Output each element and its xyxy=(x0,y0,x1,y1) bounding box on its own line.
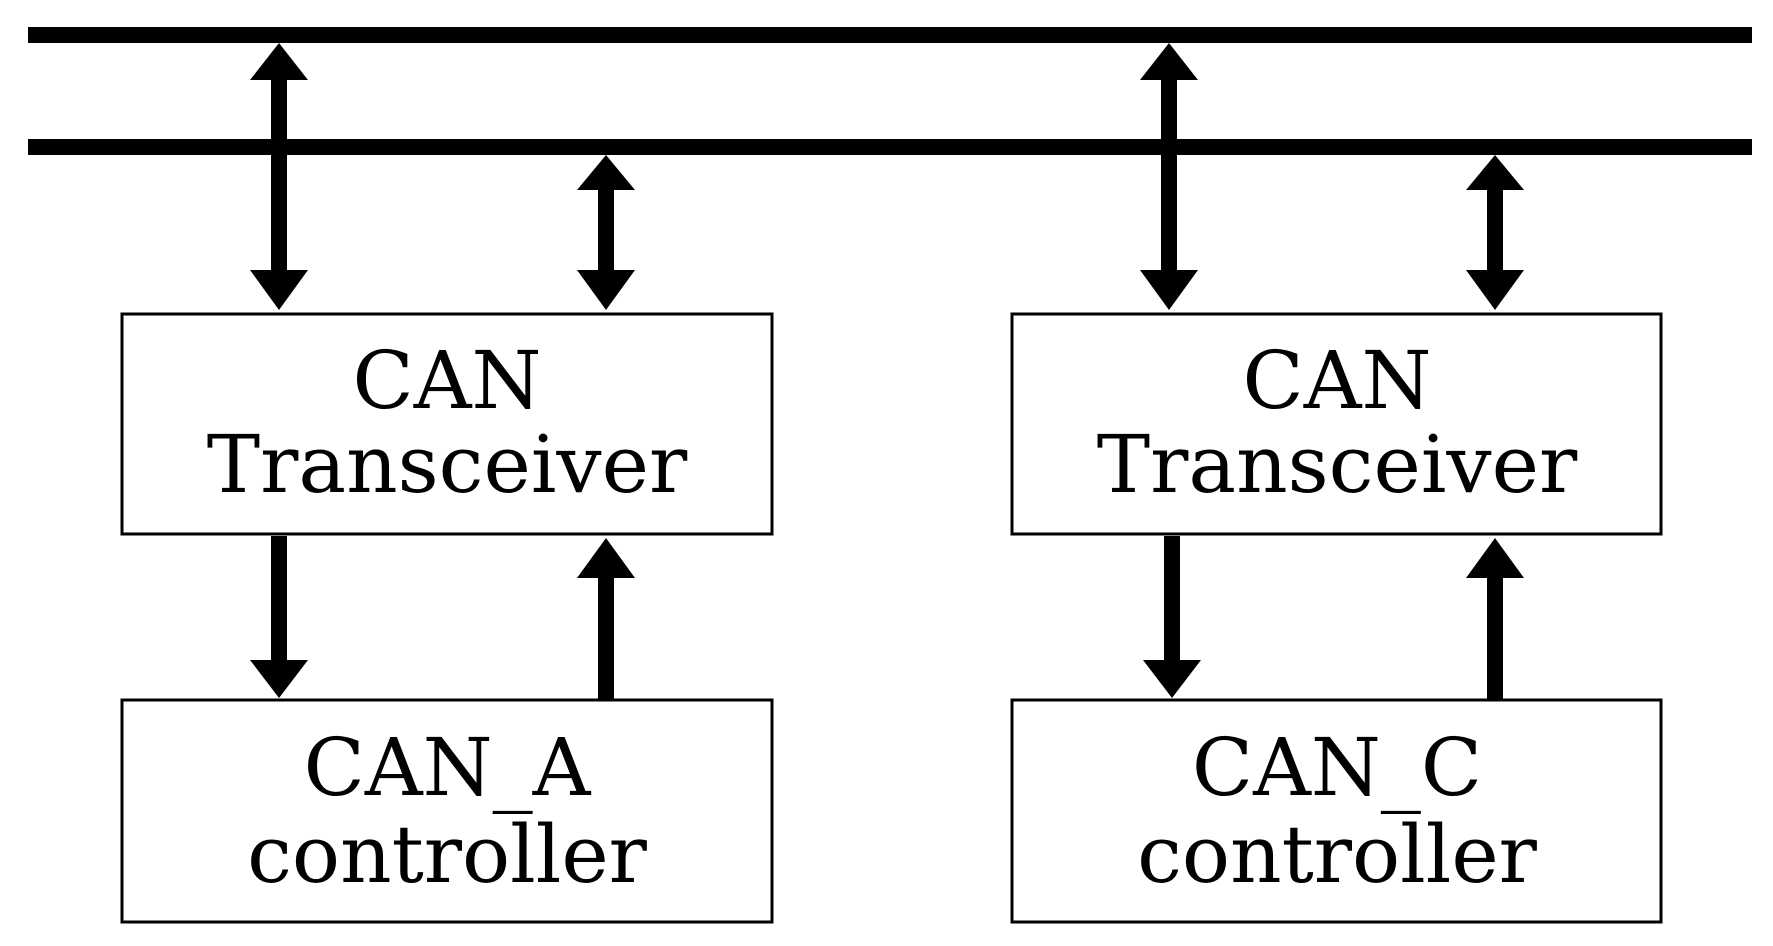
left-transceiver-line2: Transceiver xyxy=(207,418,688,511)
right-bus-high-arrow-icon xyxy=(1140,43,1198,310)
left-transceiver-box xyxy=(120,312,774,536)
left-rx-arrow-icon xyxy=(250,536,308,698)
right-bus-low-arrow-icon xyxy=(1466,155,1524,310)
right-transceiver-line2: Transceiver xyxy=(1097,418,1578,511)
right-transceiver-line1: CAN xyxy=(1243,334,1432,427)
left-bus-high-arrow-icon xyxy=(250,43,308,310)
left-controller-line1: CAN_A xyxy=(304,721,592,814)
right-tx-arrow-icon xyxy=(1466,538,1524,700)
left-controller-box xyxy=(120,698,774,924)
left-tx-arrow-icon xyxy=(577,538,635,700)
left-controller-line2: controller xyxy=(247,808,648,901)
left-bus-low-arrow-icon xyxy=(577,155,635,310)
right-controller-line1: CAN_C xyxy=(1192,721,1482,814)
right-controller-line2: controller xyxy=(1137,808,1538,901)
right-transceiver-box xyxy=(1010,312,1663,536)
right-controller-box xyxy=(1010,698,1663,924)
right-rx-arrow-icon xyxy=(1143,536,1201,698)
left-transceiver-line1: CAN xyxy=(353,334,542,427)
